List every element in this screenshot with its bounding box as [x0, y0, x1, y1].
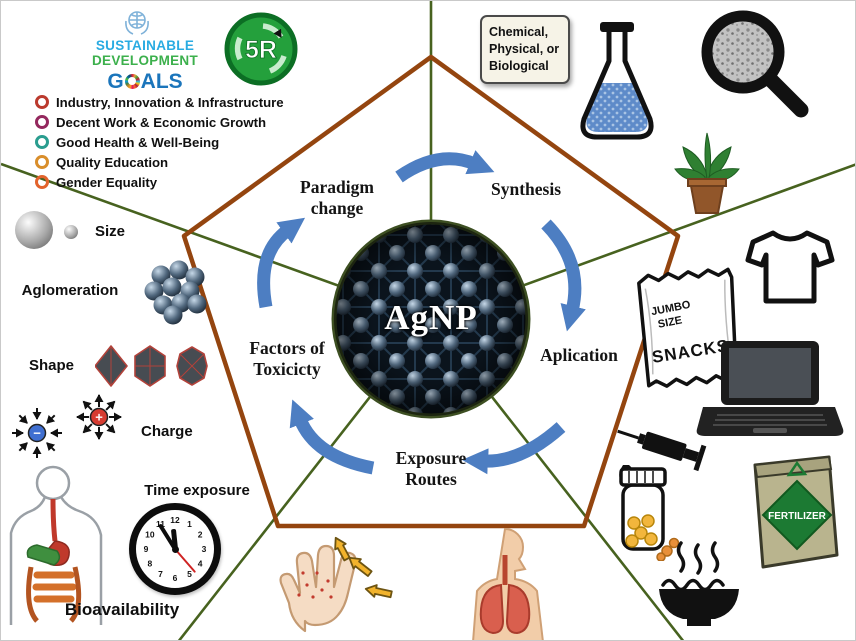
goal-item: Industry, Innovation & Infrastructure	[35, 92, 284, 112]
digestive-system-icon	[9, 465, 103, 625]
stage-factors-of-toxicity: Factors of Toxicicty	[249, 338, 325, 379]
charge-label: Charge	[141, 423, 193, 440]
arrow-exposure-to-factors	[289, 399, 375, 475]
sdg-title-line2: DEVELOPMENT	[91, 52, 199, 68]
clock-number: 8	[147, 558, 153, 569]
charge-negative-icon: −	[12, 408, 62, 458]
sdg-title-line1: SUSTAINABLE	[95, 38, 195, 53]
goal-label: Good Health & Well-Being	[56, 134, 220, 150]
bioavailability-label: Bioavailability	[64, 600, 180, 619]
agglomeration-icon	[144, 260, 207, 325]
svg-text:5R: 5R	[245, 36, 277, 64]
sdg-goals-g: G	[107, 69, 124, 93]
goal-item: Decent Work & Economic Growth	[35, 112, 284, 132]
clock-number: 7	[158, 569, 163, 580]
arrow-application-to-exposure	[462, 422, 566, 475]
pentagon-outline	[181, 54, 681, 529]
goal-label: Decent Work & Economic Growth	[56, 114, 267, 130]
stage-exposure-routes: Exposure Routes	[395, 448, 467, 489]
size-sphere-large-icon	[15, 211, 53, 249]
potted-plant-icon	[674, 132, 740, 214]
fertilizer-bag-icon: FERTILIZER	[753, 455, 839, 569]
snacks-bag-icon: JUMBO SIZE SNACKS	[637, 267, 738, 388]
recycle-5r-icon: 5R	[224, 12, 298, 86]
arrow-factors-to-paradigm	[257, 217, 306, 309]
agglomeration-label: Aglomeration	[21, 282, 119, 299]
goal-label: Gender Equality	[56, 174, 158, 190]
svg-text:−: −	[33, 426, 41, 441]
respiratory-system-icon	[472, 527, 544, 640]
goal-item: Gender Equality	[35, 172, 284, 192]
goal-ring-icon	[35, 135, 49, 149]
clock-number: 3	[201, 544, 207, 554]
stage-synthesis: Synthesis	[490, 179, 562, 199]
skin-exposure-hand-icon	[279, 536, 393, 633]
clock-number: 1	[187, 518, 192, 529]
clock-number: 4	[197, 558, 203, 569]
noodle-bowl-icon	[659, 541, 739, 626]
goal-item: Quality Education	[35, 152, 284, 172]
time-exposure-label: Time exposure	[144, 482, 250, 499]
clock-center-dot	[171, 545, 179, 553]
clock-number: 12	[170, 515, 180, 525]
shape-label: Shape	[29, 357, 75, 374]
clock-number: 10	[145, 529, 155, 540]
clock-number: 6	[172, 573, 178, 583]
shape-icons	[95, 345, 208, 387]
stage-application: Aplication	[540, 345, 618, 365]
agnp-center-label: AgNP	[384, 298, 478, 337]
goal-ring-icon	[35, 95, 49, 109]
agnp-core-circle	[331, 219, 531, 419]
magnifier-icon	[701, 10, 809, 118]
flask-icon	[580, 22, 654, 140]
arrow-paradigm-to-synthesis	[395, 150, 495, 183]
goal-ring-icon	[35, 155, 49, 169]
sdg-color-wheel-icon	[124, 73, 140, 89]
synthesis-category-box: Chemical, Physical, or Biological	[480, 15, 570, 84]
svg-text:SIZE: SIZE	[657, 314, 683, 330]
tshirt-icon	[745, 230, 835, 304]
goal-ring-icon	[35, 175, 49, 189]
size-label: Size	[95, 223, 126, 240]
pill-bottle-icon	[619, 467, 679, 561]
clock-icon: 12 1 2 3 4 5 6 7 8 9 10 11	[129, 503, 221, 595]
sdg-title-goals: G ALS	[75, 70, 215, 93]
clock-number: 5	[187, 569, 192, 580]
goal-item: Good Health & Well-Being	[35, 132, 284, 152]
un-emblem-icon	[125, 11, 149, 35]
clock-number: 2	[197, 529, 203, 540]
sdg-goals-list: Industry, Innovation & Infrastructure De…	[35, 92, 284, 192]
size-sphere-small-icon	[64, 225, 78, 239]
cycle-arrows	[257, 150, 586, 475]
clock-number: 9	[143, 544, 149, 554]
goal-label: Industry, Innovation & Infrastructure	[56, 94, 284, 110]
svg-text:+: +	[95, 410, 103, 425]
arrow-synthesis-to-application	[541, 219, 586, 332]
goal-label: Quality Education	[56, 154, 169, 170]
sdg-goals-als: ALS	[140, 69, 183, 93]
sdg-logo: SUSTAINABLE DEVELOPMENT G ALS	[75, 38, 215, 93]
goal-ring-icon	[35, 115, 49, 129]
svg-text:FERTILIZER: FERTILIZER	[768, 511, 827, 522]
laptop-icon	[696, 341, 844, 436]
charge-positive-icon: +	[76, 394, 122, 440]
stage-paradigm-change: Paradigm change	[300, 177, 374, 218]
